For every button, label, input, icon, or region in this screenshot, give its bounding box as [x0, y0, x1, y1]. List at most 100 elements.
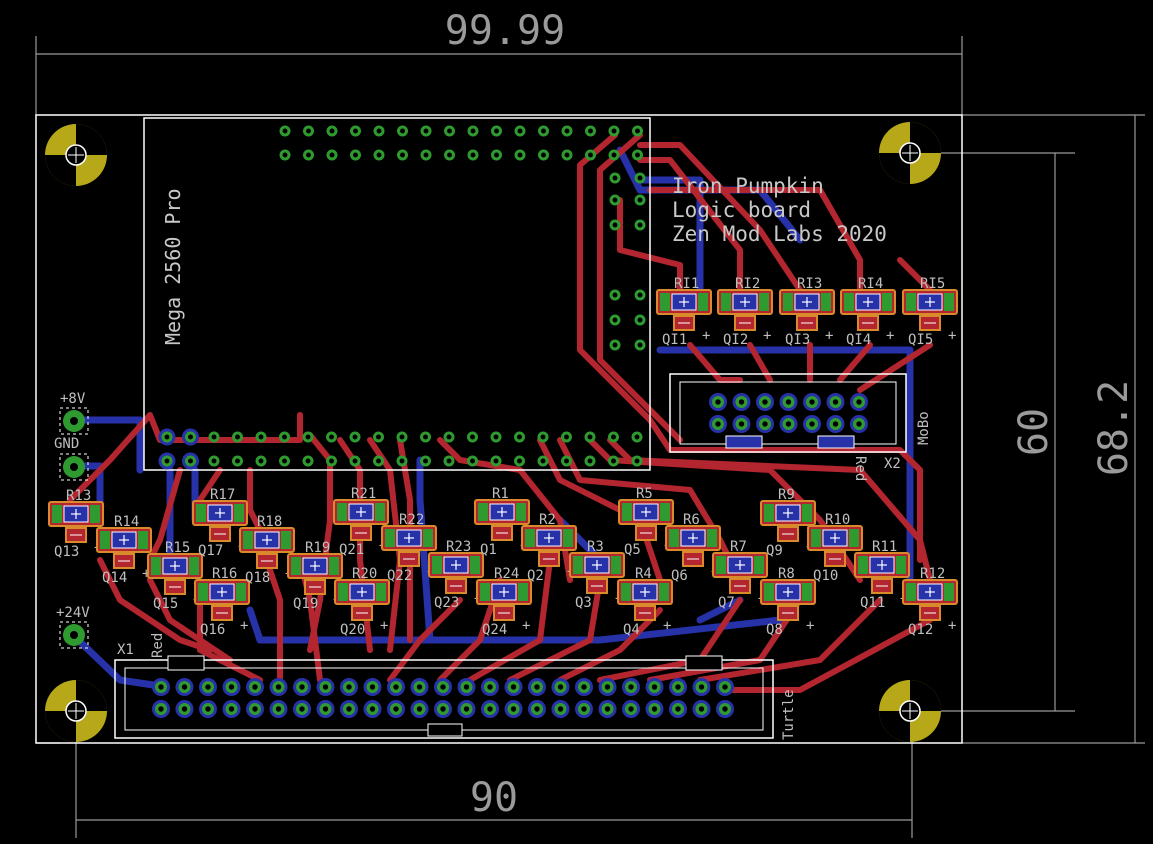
turtle-pin1-label: Red	[150, 633, 166, 658]
header-pad	[350, 149, 361, 161]
header-pad	[279, 149, 291, 161]
turtle-pin	[316, 678, 335, 696]
turtle-pin	[551, 678, 570, 696]
turtle-pin	[457, 678, 476, 696]
resistor-label: R7	[730, 539, 747, 555]
header-pad	[279, 431, 290, 443]
svg-text:+: +	[886, 328, 894, 344]
header-pad	[467, 125, 479, 137]
turtle-pin	[363, 700, 382, 718]
header-pad	[302, 431, 314, 443]
side-pad	[634, 289, 646, 301]
header-pad	[326, 149, 338, 161]
header-pad	[467, 149, 479, 161]
turtle-pin	[410, 678, 429, 696]
header-pad	[420, 431, 431, 443]
mobo-pin	[826, 393, 845, 411]
svg-text:+: +	[240, 618, 248, 634]
turtle-pin	[528, 678, 546, 696]
turtle-pin	[269, 678, 288, 696]
turtle-pin	[434, 700, 452, 718]
turtle-pin	[152, 678, 170, 696]
board-outline	[35, 114, 963, 744]
turtle-connector-x1: Turtle X1 Red	[114, 633, 797, 740]
transistor-label: Q10	[813, 568, 838, 584]
resistor-label: R10	[825, 512, 850, 528]
dim-right-outer-label: 68.2	[1091, 380, 1137, 476]
header-pad	[467, 431, 478, 443]
resistor-label: R13	[66, 488, 91, 504]
resistor-label: R9	[778, 487, 795, 503]
transistor-label: Q17	[198, 543, 223, 559]
header-pad	[514, 431, 525, 443]
resistor-label: RI1	[674, 276, 699, 292]
turtle-pin	[222, 678, 241, 696]
svg-text:+: +	[663, 618, 671, 634]
header-pad	[443, 455, 455, 467]
header-pad	[373, 125, 385, 137]
side-pad	[609, 194, 621, 206]
turtle-ref-label: X1	[117, 642, 134, 658]
turtle-pin	[293, 700, 311, 718]
header-pad	[537, 431, 549, 443]
power-gnd-label: GND	[54, 436, 79, 452]
header-pad	[584, 455, 596, 467]
transistor-label: QI5	[908, 332, 933, 348]
header-pad	[420, 125, 432, 137]
header-pad	[279, 125, 291, 137]
mobo-pin	[826, 415, 845, 433]
header-pad	[608, 125, 620, 137]
header-pad	[232, 455, 243, 467]
dim-top-label: 99.99	[445, 8, 565, 54]
transistor-label: QI1	[662, 332, 687, 348]
turtle-pin	[457, 700, 476, 718]
header-pad	[302, 455, 314, 467]
resistor-label: R14	[114, 514, 139, 530]
turtle-pin	[645, 700, 664, 718]
transistor-label: Q15	[153, 596, 178, 612]
header-pad	[631, 431, 643, 443]
turtle-pin	[175, 678, 194, 696]
resistor-label: R19	[305, 540, 330, 556]
power-8v-pad: +8V	[59, 391, 89, 435]
mount-hole-top-left	[45, 124, 107, 186]
side-pad	[634, 314, 646, 326]
turtle-pin	[622, 700, 640, 718]
side-pad	[634, 339, 646, 351]
header-pad	[608, 431, 619, 443]
top-copper-traces	[67, 132, 933, 693]
header-pad	[373, 149, 385, 161]
header-pad	[349, 455, 361, 467]
transistor-label: Q13	[54, 544, 79, 560]
transistor-label: Q11	[860, 595, 885, 611]
header-pad	[158, 452, 176, 470]
turtle-pin	[387, 700, 405, 718]
resistor-label: R8	[778, 566, 795, 582]
resistor-label: R23	[446, 539, 471, 555]
svg-text:+: +	[702, 328, 710, 344]
transistor-label: Q2	[527, 568, 544, 584]
header-pad	[397, 149, 408, 161]
header-pad	[608, 149, 620, 161]
svg-text:+: +	[380, 618, 388, 634]
turtle-pin	[199, 700, 217, 718]
side-pad	[634, 219, 646, 231]
header-pad	[632, 125, 643, 137]
header-pad	[255, 431, 267, 443]
turtle-pin	[152, 700, 170, 718]
resistor-label: R3	[587, 539, 604, 555]
board-title-line-2: Logic board	[672, 198, 811, 222]
svg-text:+: +	[522, 618, 530, 634]
svg-text:+: +	[948, 328, 956, 344]
turtle-pin	[645, 678, 664, 696]
